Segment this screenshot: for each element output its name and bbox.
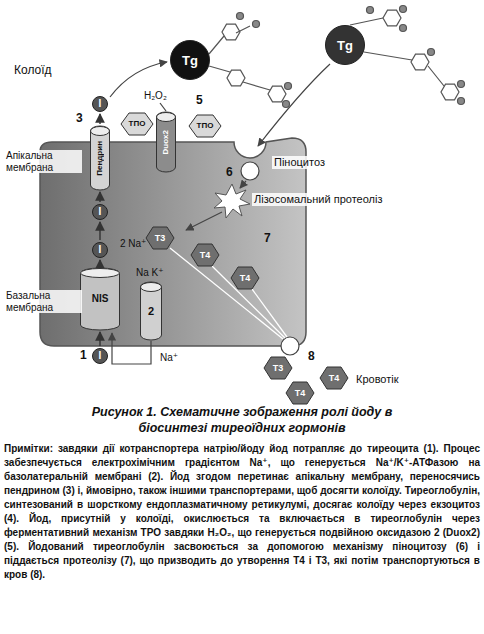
membrane-label: Базальна мембрана bbox=[4, 290, 82, 313]
hormone-path bbox=[252, 289, 287, 337]
iodinated-residues bbox=[209, 6, 465, 108]
node-text: Tg bbox=[337, 39, 353, 52]
process-label: Піноцитоз bbox=[272, 156, 327, 169]
process-label: Лізосомальний протеоліз bbox=[252, 193, 384, 206]
node-text: Пендрин bbox=[96, 141, 104, 176]
node-text: Tg bbox=[182, 54, 198, 67]
region-label: Колоїд bbox=[14, 64, 52, 78]
arrow bbox=[240, 181, 246, 188]
callout-number: 7 bbox=[264, 232, 271, 246]
node-text: I bbox=[99, 99, 102, 109]
tpo-enzyme: ТПО bbox=[121, 113, 153, 135]
figure-notes: Примітки: завдяки дії котранспортера нат… bbox=[4, 442, 480, 582]
ion-label: 2 Na⁺ bbox=[120, 238, 146, 250]
node-text: T4 bbox=[200, 251, 211, 260]
hormone-path bbox=[170, 248, 283, 339]
hormone-path bbox=[212, 266, 285, 338]
chemical-label: H₂O₂ bbox=[144, 90, 167, 102]
flow-arrow bbox=[99, 114, 100, 124]
callout-number: 6 bbox=[226, 166, 233, 180]
node-text: 2 bbox=[148, 306, 154, 317]
na-k-atpase: 2 bbox=[140, 282, 162, 340]
flow-arrow bbox=[99, 332, 100, 346]
node-text: I bbox=[99, 245, 102, 255]
thyroglobulin: Tg bbox=[325, 25, 365, 65]
pinocytosis-vesicle bbox=[241, 162, 259, 180]
node-text: ТПО bbox=[197, 122, 214, 130]
node-text: T3 bbox=[155, 234, 166, 243]
callout-number: 1 bbox=[80, 349, 87, 363]
pendrin-transporter: Пендрин bbox=[90, 126, 110, 190]
ion-label: Na⁺ bbox=[160, 352, 178, 364]
membrane-label: Апікальна мембрана bbox=[4, 150, 82, 173]
hormone-hexagon: T4 bbox=[191, 244, 219, 266]
tpo-enzyme: ТПО bbox=[189, 115, 221, 137]
hormone-hexagon: T4 bbox=[286, 382, 314, 404]
region-label: Кровотік bbox=[356, 373, 399, 386]
nis-transporter: NIS bbox=[80, 268, 120, 330]
hormone-hexagon: T4 bbox=[320, 367, 348, 389]
iodide-ion: I bbox=[92, 204, 108, 220]
flow-arrow bbox=[99, 222, 100, 240]
iodide-ion: I bbox=[92, 96, 108, 112]
flow-arrow bbox=[99, 260, 100, 266]
arrow bbox=[186, 212, 222, 230]
thyroglobulin: Tg bbox=[170, 40, 210, 80]
figure-caption: Рисунок 1. Схематичне зображення ролі йо… bbox=[72, 404, 412, 436]
hormone-hexagon: T3 bbox=[264, 357, 292, 379]
hormone-hexagon: T4 bbox=[231, 267, 259, 289]
duox2-protein: Duox2 bbox=[156, 112, 176, 172]
ion-label: Na K⁺ bbox=[136, 267, 164, 279]
hormone-hexagon: T3 bbox=[146, 227, 174, 249]
node-text: I bbox=[99, 351, 102, 361]
callout-number: 3 bbox=[76, 112, 83, 126]
node-text: ТПО bbox=[129, 120, 146, 128]
node-text: T4 bbox=[295, 389, 306, 398]
node-text: I bbox=[99, 207, 102, 217]
callout-number: 8 bbox=[308, 350, 315, 364]
node-text: T4 bbox=[240, 274, 251, 283]
node-text: Duox2 bbox=[162, 130, 170, 154]
arrow bbox=[160, 103, 166, 111]
arrow bbox=[258, 64, 330, 146]
iodide-ion: I bbox=[92, 348, 108, 364]
exocytosis-vesicle bbox=[281, 337, 299, 355]
node-text: T3 bbox=[273, 364, 284, 373]
node-text: T4 bbox=[329, 374, 340, 383]
callout-number: 5 bbox=[196, 94, 203, 108]
node-text: NIS bbox=[92, 294, 109, 304]
iodide-ion: I bbox=[92, 242, 108, 258]
flow-arrow bbox=[99, 192, 100, 202]
